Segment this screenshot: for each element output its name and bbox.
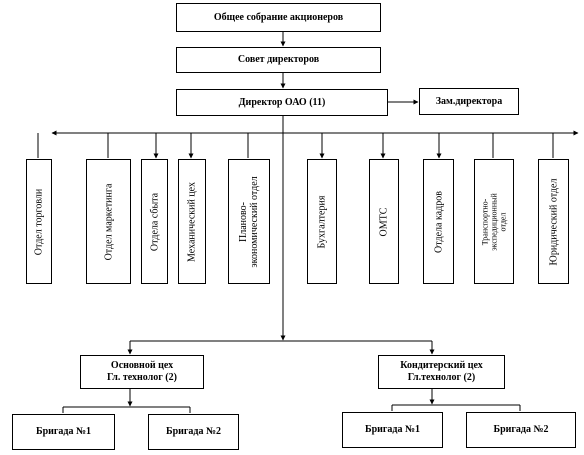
brigade-label: Бригада №2 xyxy=(493,424,549,435)
department-label-line: Планово- xyxy=(238,201,249,242)
department-label: Отдела сбыта xyxy=(149,192,160,250)
department-box: Отдел маркетинга xyxy=(86,159,131,284)
deputy-director-box: Зам.директора xyxy=(419,88,519,115)
confectionery-workshop-title: Кондитерский цех xyxy=(400,360,483,371)
board-of-directors-label: Совет директоров xyxy=(237,54,320,65)
brigade-box: Бригада №2 xyxy=(466,412,576,448)
main-workshop-technologist: Гл. технолог (2) xyxy=(107,372,177,383)
department-box: Транспортно- экспедиционный отдел xyxy=(474,159,514,284)
department-box: Механический цех xyxy=(178,159,206,284)
department-label: Транспортно- экспедиционный отдел xyxy=(481,193,508,251)
brigade-label: Бригада №1 xyxy=(35,426,92,437)
department-label-line: экономический отдел xyxy=(249,175,260,268)
department-label-line: экспедиционный xyxy=(489,192,499,251)
director-box: Директор ОАО (11) xyxy=(176,89,388,116)
department-label: Отдел маркетинга xyxy=(103,183,114,260)
brigade-box: Бригада №2 xyxy=(148,414,239,450)
department-box: Бухгалтерия xyxy=(307,159,337,284)
department-box: Отдела сбыта xyxy=(141,159,168,284)
department-box: Юридический отдел xyxy=(538,159,569,284)
department-box: Отдел торговли xyxy=(26,159,52,284)
department-label-line: Отдела кадров xyxy=(433,190,444,253)
board-of-directors-box: Совет директоров xyxy=(176,47,381,73)
department-label: Бухгалтерия xyxy=(317,195,328,248)
department-label: Отдел торговли xyxy=(34,188,45,255)
department-box: Планово- экономический отдел xyxy=(228,159,270,284)
department-label-line: ОМТС xyxy=(378,207,390,236)
department-label-line: Отдел торговли xyxy=(33,188,45,255)
shareholders-meeting-box: Общее собрание акционеров xyxy=(176,3,381,32)
department-label-line: Бухгалтерия xyxy=(316,195,328,248)
main-workshop-box: Основной цех Гл. технолог (2) xyxy=(80,355,204,389)
brigade-box: Бригада №1 xyxy=(12,414,115,450)
department-label: Юридический отдел xyxy=(548,178,559,265)
department-label-line: Юридический отдел xyxy=(548,178,559,265)
department-label-line: Отдела сбыта xyxy=(149,192,160,251)
department-label: Отдела кадров xyxy=(433,191,444,253)
deputy-director-label: Зам.директора xyxy=(435,95,503,107)
brigade-box: Бригада №1 xyxy=(342,412,443,448)
department-box: Отдела кадров xyxy=(423,159,454,284)
confectionery-workshop-technologist: Гл.технолог (2) xyxy=(407,372,476,383)
shareholders-meeting-label: Общее собрание акционеров xyxy=(213,11,344,23)
department-box: ОМТС xyxy=(369,159,399,284)
confectionery-workshop-box: Кондитерский цех Гл.технолог (2) xyxy=(378,355,505,389)
director-label: Директор ОАО (11) xyxy=(238,96,326,108)
department-label: Планово- экономический отдел xyxy=(238,176,260,267)
department-label-line: Механический цех xyxy=(186,181,198,262)
department-label: Механический цех xyxy=(187,182,198,262)
department-label-line: Отдел маркетинга xyxy=(103,183,114,260)
brigade-label: Бригада №2 xyxy=(165,426,222,437)
department-label-line: отдел xyxy=(498,212,508,231)
department-label-line: Транспортно- xyxy=(480,198,490,245)
main-workshop-title: Основной цех xyxy=(110,360,174,371)
brigade-label: Бригада №1 xyxy=(364,424,421,435)
department-label: ОМТС xyxy=(379,207,390,236)
